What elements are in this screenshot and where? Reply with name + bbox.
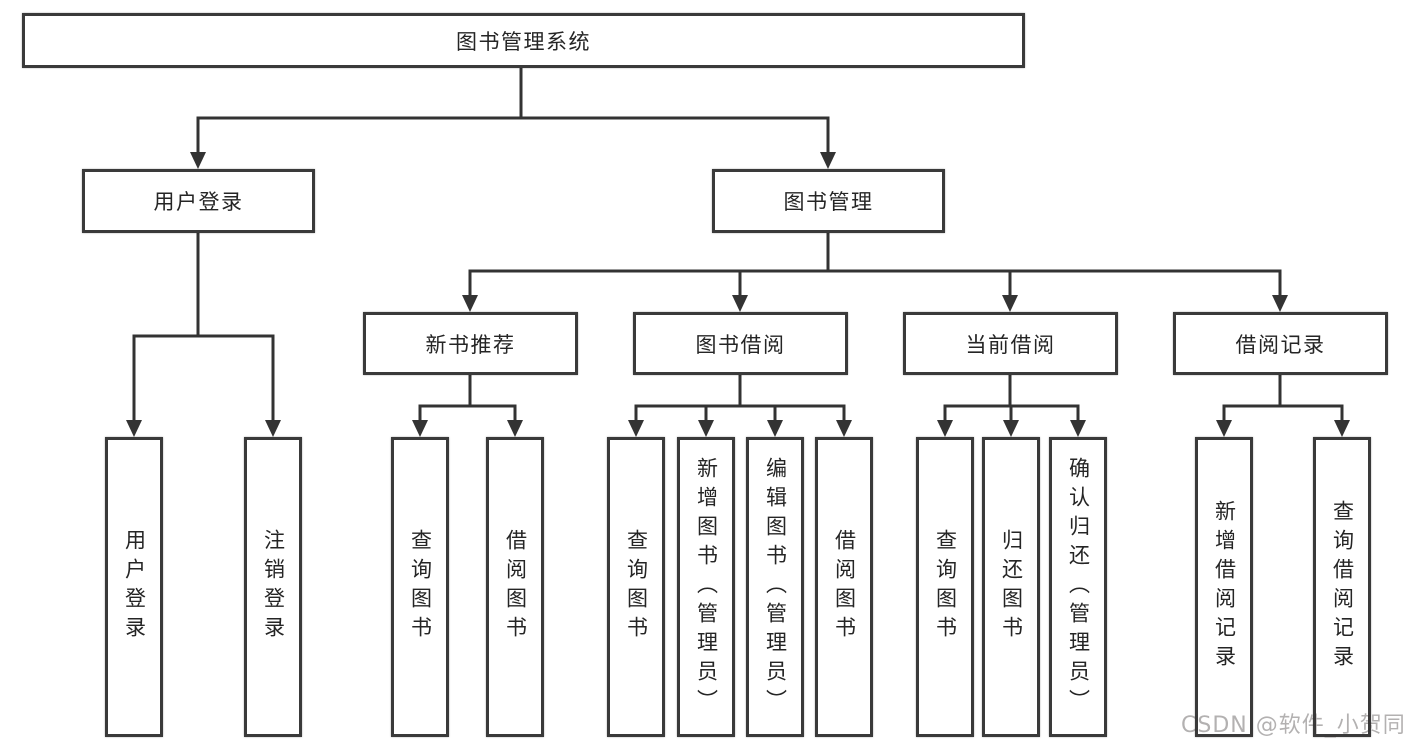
connector-line — [468, 233, 1282, 296]
leaf-newrec-borrow-books: 借阅图书 — [486, 437, 544, 737]
leaf-current-return-books: 归还图书 — [982, 437, 1040, 737]
connector-line — [634, 375, 846, 421]
node-root: 图书管理系统 — [22, 13, 1025, 68]
node-new-book-recommend: 新书推荐 — [363, 312, 578, 375]
node-current-borrow: 当前借阅 — [903, 312, 1118, 375]
leaf-records-add-borrow-record: 新增借阅记录 — [1195, 437, 1253, 737]
arrow-down-icon — [628, 420, 644, 437]
connector-line — [943, 375, 1080, 421]
leaf-label: 确认归还（管理员） — [1066, 456, 1091, 718]
arrow-down-icon — [1070, 420, 1086, 437]
leaf-borrow-edit-books-admin: 编辑图书（管理员） — [746, 437, 804, 737]
arrow-down-icon — [1334, 420, 1350, 437]
leaf-borrow-borrow-books: 借阅图书 — [815, 437, 873, 737]
arrow-down-icon — [836, 420, 852, 437]
arrow-down-icon — [412, 420, 428, 437]
arrow-down-icon — [698, 420, 714, 437]
leaf-label: 查询图书 — [408, 529, 433, 645]
node-book-borrow: 图书借阅 — [633, 312, 848, 375]
arrow-down-icon — [265, 420, 281, 437]
leaf-label: 新增图书（管理员） — [694, 456, 719, 718]
leaf-label: 用户登录 — [122, 529, 147, 645]
arrow-down-icon — [462, 295, 478, 312]
arrow-down-icon — [1002, 295, 1018, 312]
node-borrow-records: 借阅记录 — [1173, 312, 1388, 375]
connector-line — [1222, 375, 1344, 421]
leaf-user-login: 用户登录 — [105, 437, 163, 737]
arrow-down-icon — [507, 420, 523, 437]
leaf-label: 归还图书 — [999, 529, 1024, 645]
connector-line — [196, 68, 830, 153]
leaf-logout-login: 注销登录 — [244, 437, 302, 737]
leaf-label: 查询图书 — [624, 529, 649, 645]
leaf-label: 查询图书 — [933, 529, 958, 645]
leaf-newrec-query-books: 查询图书 — [391, 437, 449, 737]
arrow-down-icon — [732, 295, 748, 312]
leaf-label: 注销登录 — [261, 529, 286, 645]
arrow-down-icon — [126, 420, 142, 437]
node-book-management: 图书管理 — [712, 169, 945, 233]
watermark: CSDN @软件_小贺同学 — [1181, 713, 1405, 738]
arrow-down-icon — [1272, 295, 1288, 312]
leaf-borrow-query-books: 查询图书 — [607, 437, 665, 737]
connector-line — [132, 233, 275, 421]
arrow-down-icon — [820, 152, 836, 169]
connector-line — [418, 375, 517, 421]
arrow-down-icon — [937, 420, 953, 437]
leaf-label: 查询借阅记录 — [1330, 500, 1355, 674]
leaf-borrow-add-books-admin: 新增图书（管理员） — [677, 437, 735, 737]
leaf-current-query-books: 查询图书 — [916, 437, 974, 737]
arrow-down-icon — [190, 152, 206, 169]
leaf-label: 借阅图书 — [503, 529, 528, 645]
leaf-label: 借阅图书 — [832, 529, 857, 645]
leaf-current-confirm-return-admin: 确认归还（管理员） — [1049, 437, 1107, 737]
arrow-down-icon — [1003, 420, 1019, 437]
leaf-label: 新增借阅记录 — [1212, 500, 1237, 674]
leaf-records-query-borrow-record: 查询借阅记录 — [1313, 437, 1371, 737]
arrow-down-icon — [767, 420, 783, 437]
node-user-login-group: 用户登录 — [82, 169, 315, 233]
arrow-down-icon — [1216, 420, 1232, 437]
leaf-label: 编辑图书（管理员） — [763, 456, 788, 718]
